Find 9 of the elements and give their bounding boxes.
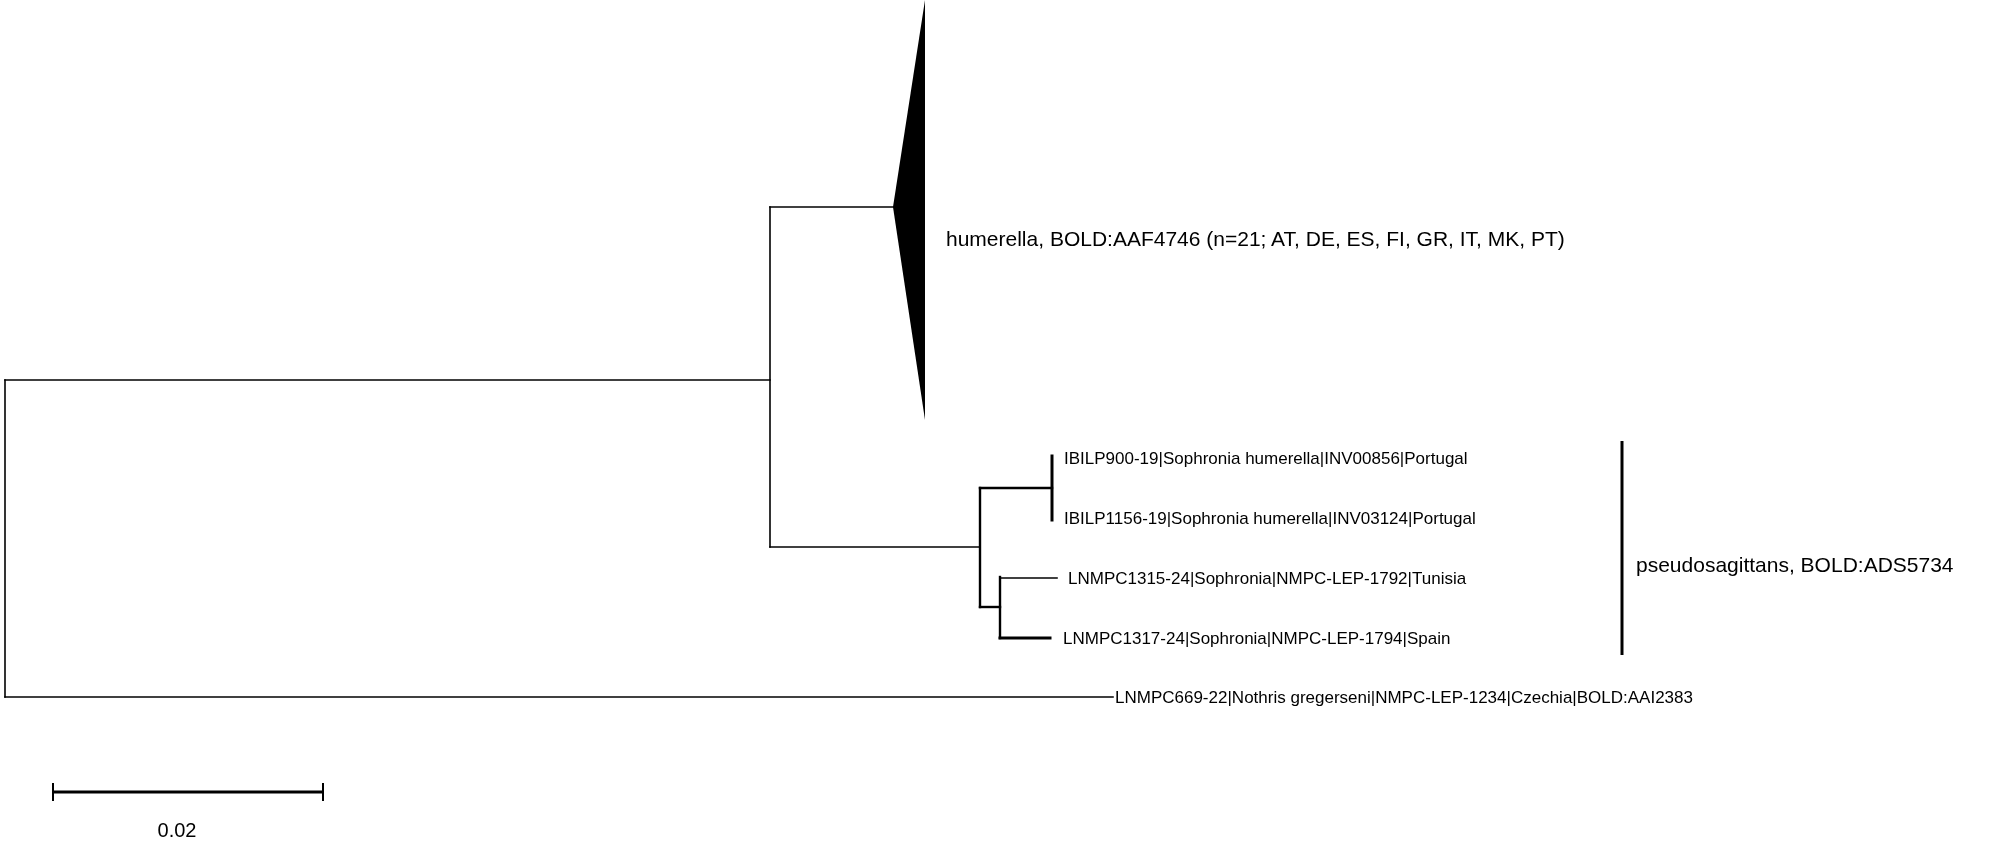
collapsed-clade-triangle — [893, 0, 925, 420]
taxon-label: LNMPC669-22|Nothris gregerseni|NMPC-LEP-1234|Czechia|BOLD:AAI2383 — [1115, 688, 1693, 706]
taxon-label: IBILP900-19|Sophronia humerella|INV00856|Portugal — [1064, 449, 1468, 467]
clade-label: pseudosagittans, BOLD:ADS5734 — [1636, 553, 1954, 575]
taxon-label: LNMPC1317-24|Sophronia|NMPC-LEP-1794|Spain — [1063, 629, 1451, 647]
taxon-label: IBILP1156-19|Sophronia humerella|INV03124|Portugal — [1064, 509, 1476, 527]
taxon-label: LNMPC1315-24|Sophronia|NMPC-LEP-1792|Tunisia — [1068, 569, 1467, 587]
scale-label: 0.02 — [157, 820, 197, 840]
clade-label: humerella, BOLD:AAF4746 (n=21; AT, DE, ES, FI, GR, IT, MK, PT) — [946, 227, 1565, 249]
